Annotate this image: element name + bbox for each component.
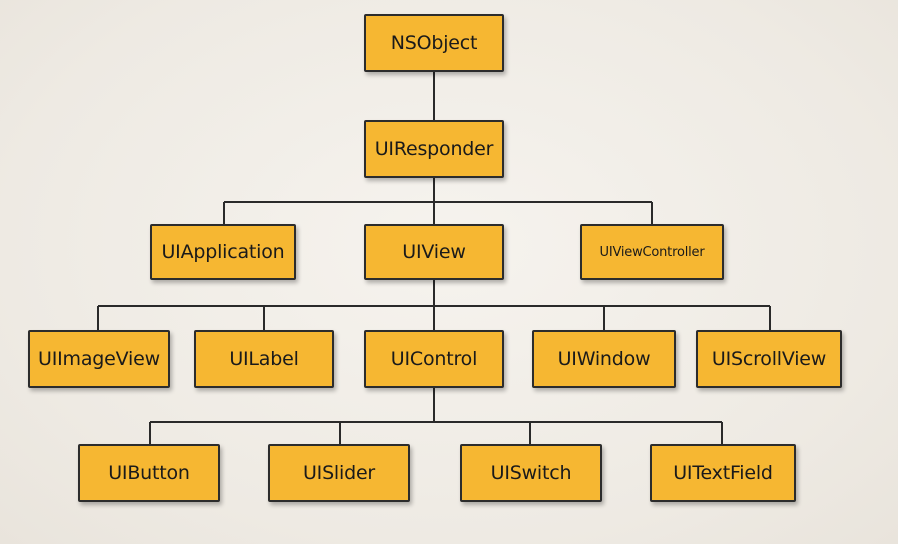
edge-uiresponder-children bbox=[223, 178, 653, 224]
node-uitextfield: UITextField bbox=[650, 444, 796, 502]
node-uislider: UISlider bbox=[268, 444, 410, 502]
node-nsobject: NSObject bbox=[364, 14, 504, 72]
node-uiviewcontroller: UIViewController bbox=[580, 224, 724, 280]
node-uibutton: UIButton bbox=[78, 444, 220, 502]
node-uiapplication: UIApplication bbox=[150, 224, 296, 280]
edge-uiview-children bbox=[97, 280, 771, 330]
node-uiscrollview: UIScrollView bbox=[696, 330, 842, 388]
node-uiview: UIView bbox=[364, 224, 504, 280]
node-uiresponder: UIResponder bbox=[364, 120, 504, 178]
node-uiswitch: UISwitch bbox=[460, 444, 602, 502]
edge-uicontrol-children bbox=[149, 388, 723, 444]
node-uicontrol: UIControl bbox=[364, 330, 504, 388]
node-uilabel: UILabel bbox=[194, 330, 334, 388]
node-uiimageview: UIImageView bbox=[28, 330, 170, 388]
node-uiwindow: UIWindow bbox=[532, 330, 676, 388]
